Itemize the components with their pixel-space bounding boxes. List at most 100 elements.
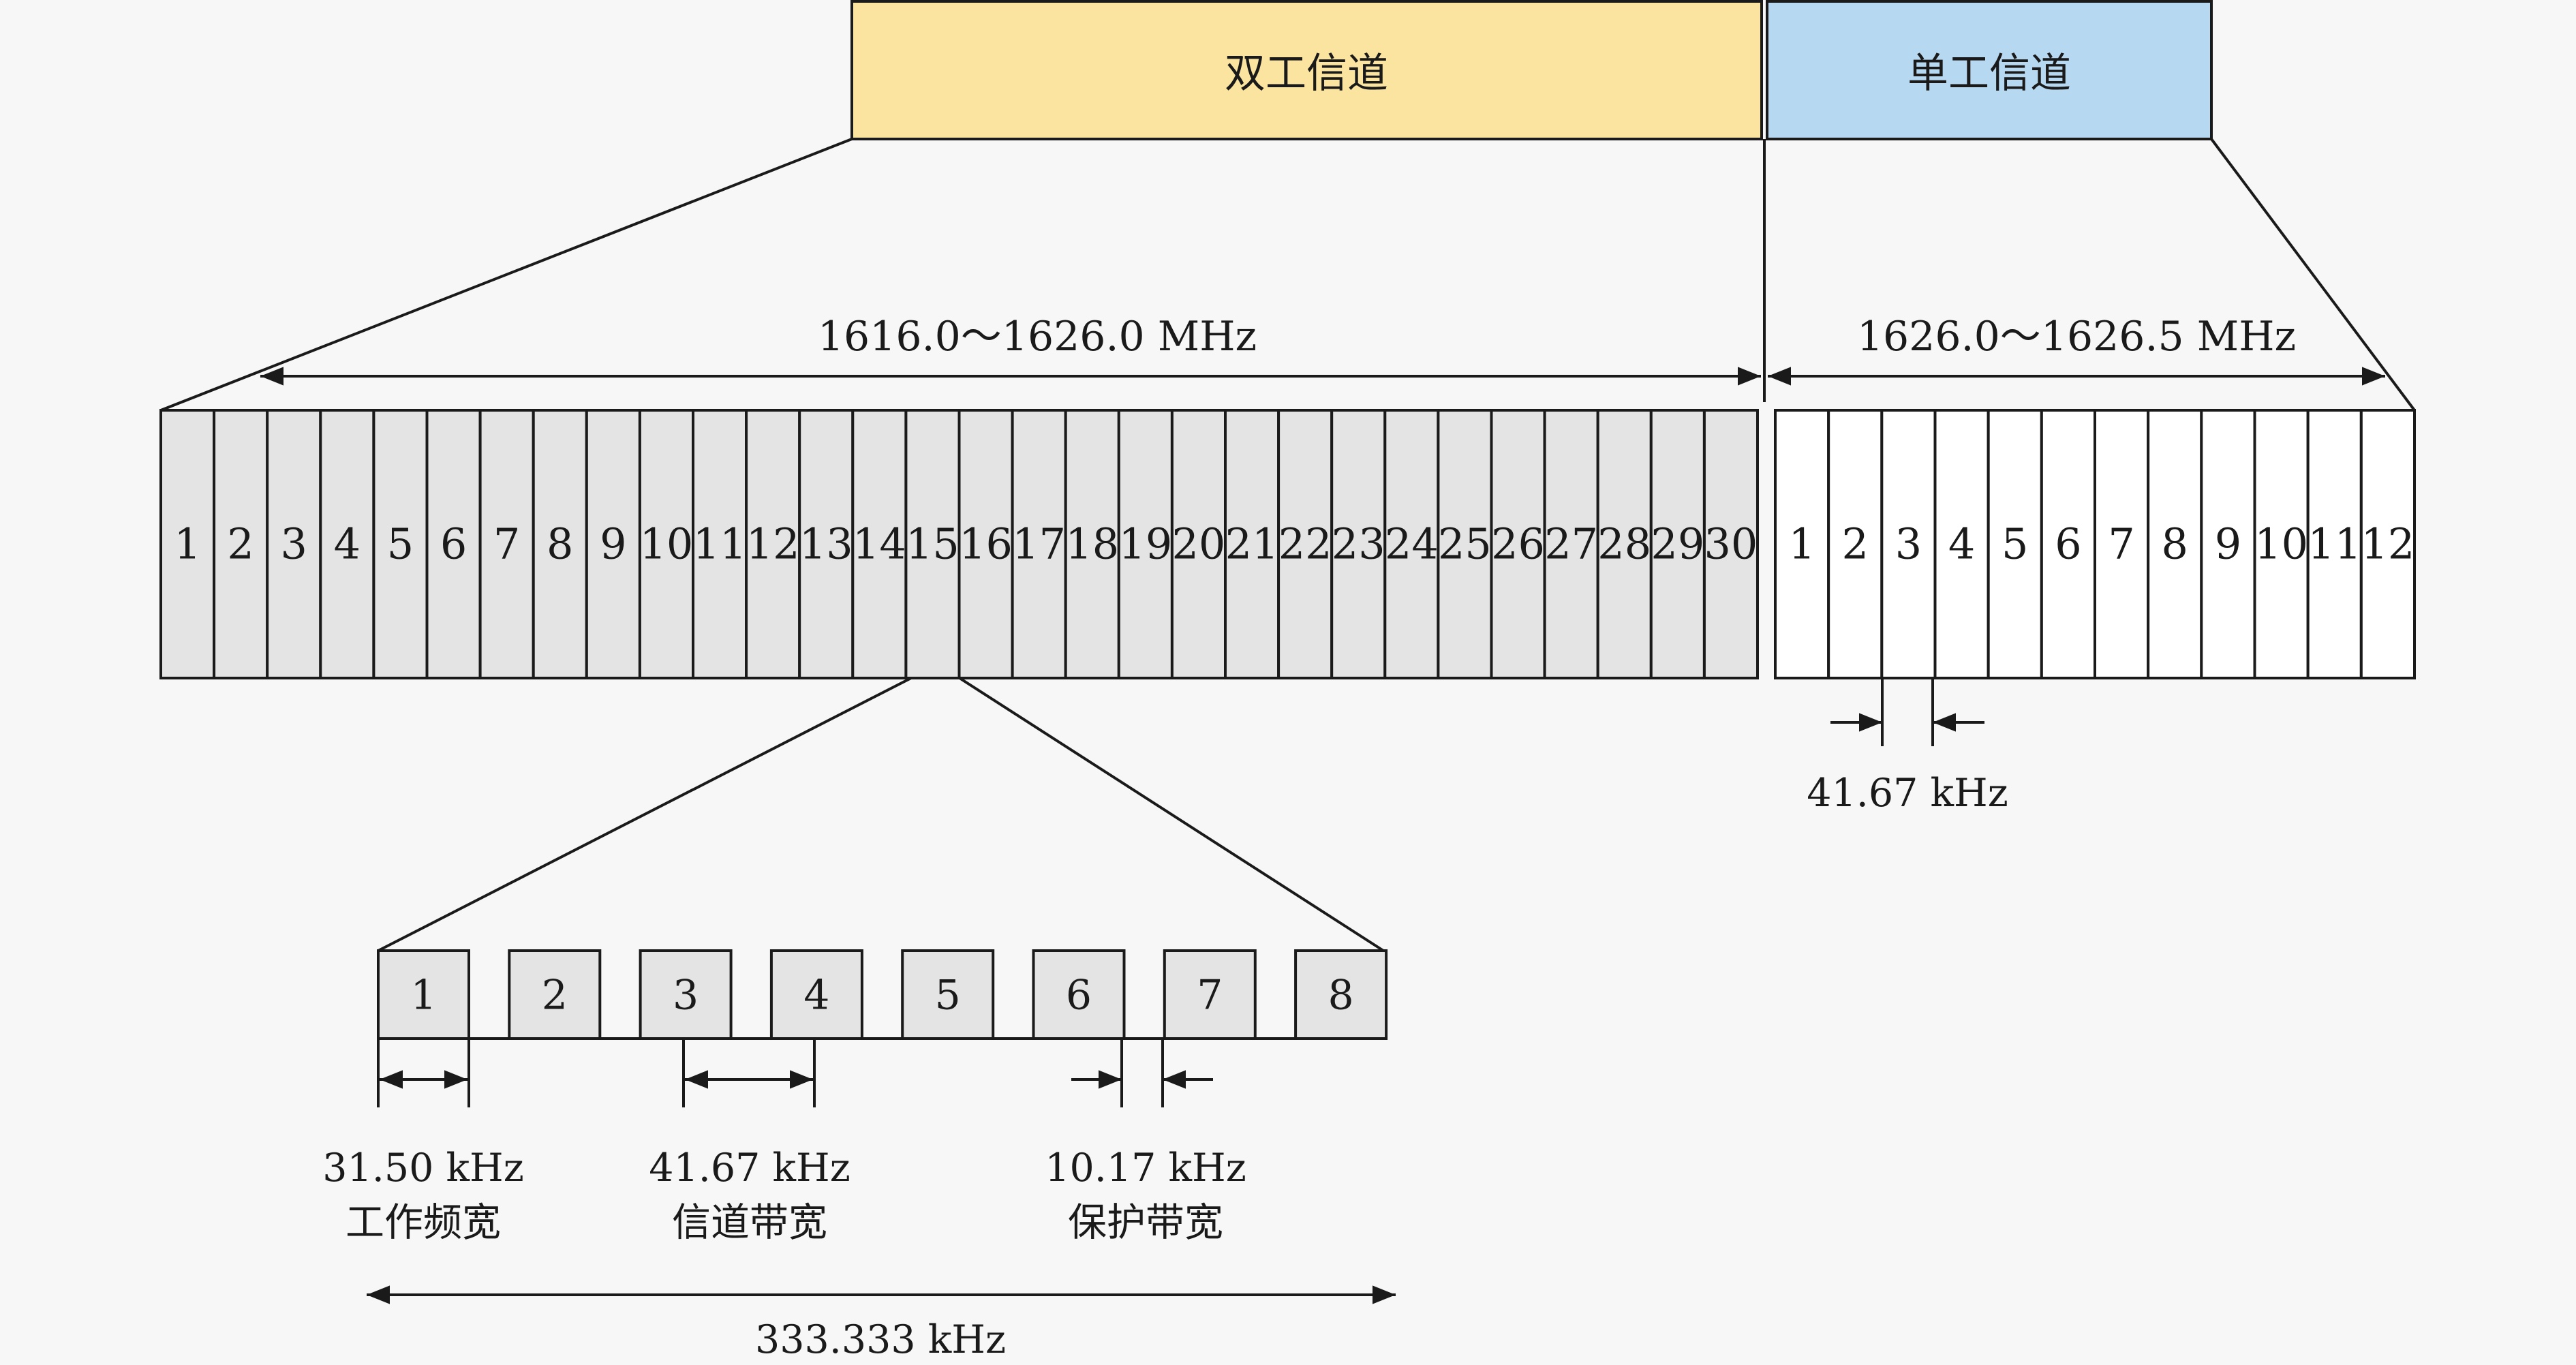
duplex-channel-label: 17 <box>1012 519 1066 569</box>
duplex-channel-label: 12 <box>746 519 800 569</box>
simplex-channel-cell <box>1774 409 1830 679</box>
duplex-channel-label: 23 <box>1332 519 1385 569</box>
duplex-channel-cell <box>532 409 588 679</box>
simplex-band: 单工信道 <box>1766 0 2213 140</box>
simplex-channel-label: 12 <box>2361 519 2414 569</box>
duplex-channel-label: 8 <box>547 519 573 569</box>
duplex-channel-label: 20 <box>1171 519 1225 569</box>
subchannel-cell <box>508 949 602 1040</box>
guard-bw-name: 保护带宽 <box>1068 1200 1223 1245</box>
duplex-channel-label: 19 <box>1118 519 1172 569</box>
simplex-channel-label: 11 <box>2307 519 2361 569</box>
simplex-band-box <box>1766 0 2213 140</box>
simplex-range-label: 1626.0～1626.5 MHz <box>1857 313 2296 361</box>
simplex-expand-line-right <box>2210 138 2416 412</box>
duplex-channel-label: 7 <box>493 519 520 569</box>
subchannel-label: 8 <box>1328 972 1354 1019</box>
simplex-channel-cell <box>2040 409 2096 679</box>
duplex-channel-cell <box>1224 409 1281 679</box>
simplex-channel-label: 8 <box>2162 519 2188 569</box>
subchannel-cell <box>901 949 995 1040</box>
chan-bw-name: 信道带宽 <box>672 1200 827 1245</box>
duplex-channel-label: 21 <box>1225 519 1279 569</box>
duplex-channel-cell <box>1543 409 1599 679</box>
duplex-channel-cell <box>1383 409 1440 679</box>
zoom-line-left <box>378 677 912 952</box>
subchannel-label: 3 <box>673 972 699 1019</box>
subchannel-cell <box>1294 949 1388 1040</box>
duplex-expand-line-left <box>160 138 853 412</box>
subchannel-cell <box>377 949 470 1040</box>
simplex-channel-cell <box>1987 409 2043 679</box>
duplex-channel-label: 14 <box>853 519 906 569</box>
duplex-channel-cell <box>1649 409 1706 679</box>
zoom-line-right <box>958 677 1385 952</box>
duplex-channel-cell <box>692 409 748 679</box>
duplex-channel-label: 28 <box>1597 519 1651 569</box>
subchannel-cell <box>1032 949 1126 1040</box>
simplex-channel-label: 6 <box>2055 519 2081 569</box>
total-bandwidth-annotation: 333.333 kHz <box>367 1285 1396 1362</box>
work-bw-value: 31.50 kHz <box>322 1146 524 1191</box>
duplex-channel-cell <box>957 409 1014 679</box>
chan-bw-value: 41.67 kHz <box>649 1146 850 1191</box>
simplex-spacing-label: 41.67 kHz <box>1807 771 2008 816</box>
duplex-channel-cell <box>319 409 375 679</box>
simplex-spacing-indicator: 41.67 kHz <box>1807 678 2008 816</box>
channel-bandwidth-annotation: 41.67 kHz 信道带宽 <box>649 1039 850 1245</box>
simplex-channel-cell <box>1880 409 1937 679</box>
work-bandwidth-annotation: 31.50 kHz 工作频宽 <box>322 1039 524 1245</box>
duplex-channel-label: 3 <box>281 519 307 569</box>
duplex-channel-label: 22 <box>1278 519 1332 569</box>
duplex-channel-cell <box>745 409 801 679</box>
duplex-band-label: 双工信道 <box>1225 50 1388 97</box>
simplex-channel-label: 3 <box>1895 519 1922 569</box>
duplex-channel-label: 26 <box>1491 519 1545 569</box>
simplex-channel-cell <box>2306 409 2363 679</box>
duplex-channel-label: 25 <box>1438 519 1492 569</box>
duplex-channel-label: 18 <box>1065 519 1119 569</box>
subchannel-cell <box>1163 949 1257 1040</box>
duplex-channel-label: 5 <box>387 519 414 569</box>
duplex-channel-label: 4 <box>334 519 361 569</box>
duplex-channel-cell <box>159 409 216 679</box>
duplex-channel-label: 6 <box>440 519 467 569</box>
duplex-channel-label: 15 <box>906 519 960 569</box>
guard-bw-value: 10.17 kHz <box>1045 1146 1246 1191</box>
subchannel-cell <box>769 949 863 1040</box>
duplex-channel-cell <box>425 409 482 679</box>
duplex-channel-label: 16 <box>959 519 1013 569</box>
simplex-channel-label: 2 <box>1842 519 1869 569</box>
simplex-channel-label: 10 <box>2254 519 2308 569</box>
duplex-channel-cell <box>1596 409 1653 679</box>
duplex-channel-cell <box>1117 409 1174 679</box>
simplex-channel-label: 9 <box>2215 519 2241 569</box>
duplex-band-box <box>850 0 1763 140</box>
simplex-channel-label: 1 <box>1788 519 1815 569</box>
duplex-channel-cell <box>638 409 695 679</box>
duplex-channel-label: 24 <box>1385 519 1439 569</box>
duplex-channel-label: 13 <box>799 519 853 569</box>
total-bw-value: 333.333 kHz <box>755 1317 1006 1362</box>
duplex-channel-cell <box>798 409 855 679</box>
subchannel-label: 7 <box>1197 972 1223 1019</box>
duplex-channel-cell <box>585 409 641 679</box>
duplex-channel-cell <box>851 409 908 679</box>
duplex-channel-cell <box>1170 409 1227 679</box>
duplex-channel-cell <box>1277 409 1334 679</box>
duplex-channel-label: 11 <box>693 519 747 569</box>
subchannel-label: 2 <box>542 972 568 1019</box>
simplex-channel-cell <box>2359 409 2416 679</box>
duplex-channel-cell <box>266 409 322 679</box>
duplex-channel-label: 9 <box>600 519 626 569</box>
subchannel-label: 5 <box>935 972 961 1019</box>
duplex-channel-cell <box>213 409 269 679</box>
simplex-channel-label: 7 <box>2108 519 2134 569</box>
work-bw-name: 工作频宽 <box>346 1200 501 1245</box>
duplex-channel-cell <box>904 409 961 679</box>
duplex-range-label: 1616.0～1626.0 MHz <box>818 313 1257 361</box>
